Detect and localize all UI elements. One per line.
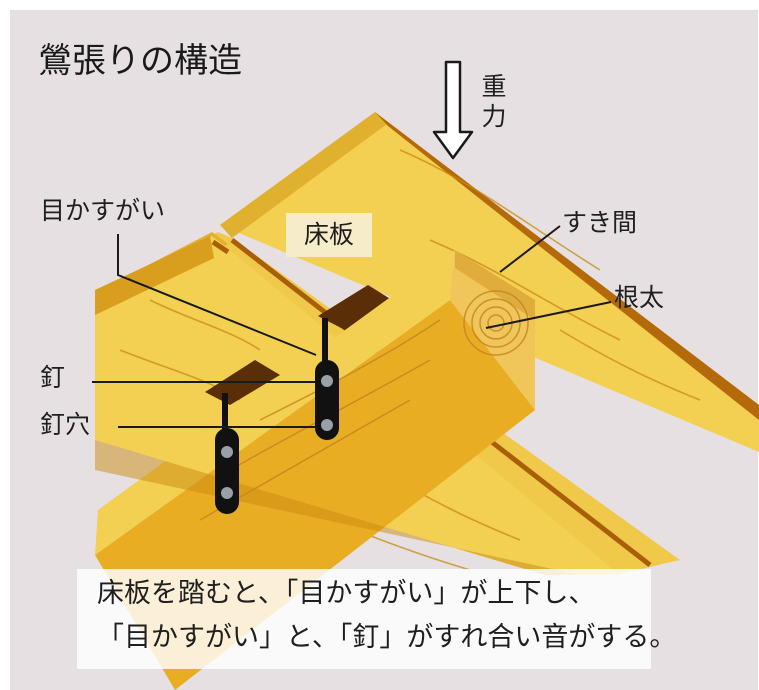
leader-lines (92, 225, 612, 428)
nail-hole-label: 釘穴 (40, 410, 91, 439)
gap-label: すき間 (562, 208, 638, 237)
diagram-title: 鶯張りの構造 (38, 41, 242, 81)
caption-line-1: 床板を踏むと、「目かすがい」が上下し、 (97, 578, 596, 609)
clamp-right (315, 318, 339, 440)
nail-head (321, 375, 333, 387)
clamp-label: 目かすがい (40, 196, 166, 225)
floorboard-label: 床板 (286, 213, 372, 257)
caption-line-2: 「目かすがい」と、「釘」がすれ合い音がする。 (97, 622, 677, 653)
caption-box (77, 569, 651, 669)
joist-label: 根太 (614, 283, 665, 312)
clamp-left (215, 393, 239, 514)
gravity-label: 重力 (481, 72, 507, 131)
gravity-arrow-icon (432, 60, 474, 160)
nail-hole (321, 419, 333, 431)
nail-label: 釘 (40, 363, 66, 392)
